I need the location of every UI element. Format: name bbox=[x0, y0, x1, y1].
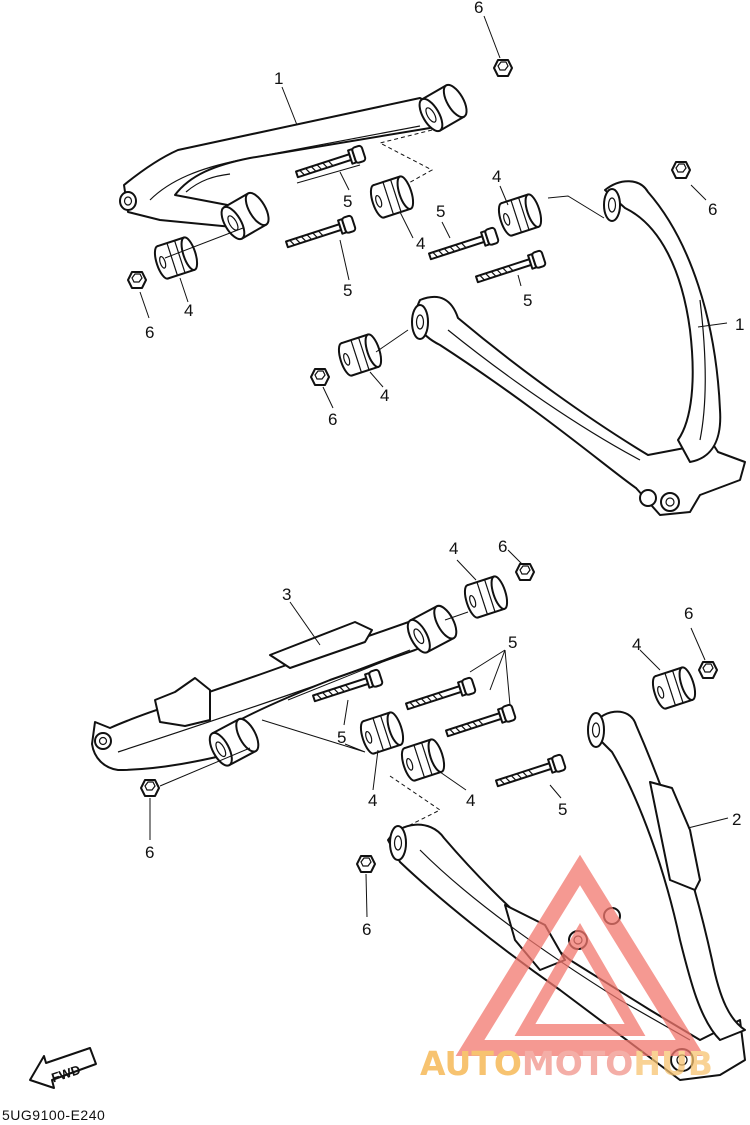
watermark-hub: HUB bbox=[633, 1044, 713, 1083]
callout-6: 6 bbox=[498, 537, 507, 556]
callout-6: 6 bbox=[684, 604, 693, 623]
callout-4: 4 bbox=[449, 539, 458, 558]
callout-4: 4 bbox=[416, 234, 425, 253]
nut bbox=[698, 661, 718, 679]
callout-5: 5 bbox=[436, 202, 445, 221]
watermark-triangle-outer bbox=[455, 854, 705, 1056]
watermark-auto: AUTO bbox=[420, 1044, 522, 1083]
bushing bbox=[460, 573, 512, 621]
upper-arm-left bbox=[119, 83, 468, 241]
fwd-arrow: FWD bbox=[29, 1047, 97, 1089]
bushing bbox=[366, 173, 418, 221]
bushing bbox=[150, 234, 202, 282]
nut bbox=[493, 59, 513, 77]
assembly-guides bbox=[159, 129, 605, 827]
callout-6: 6 bbox=[362, 920, 371, 939]
callout-4: 4 bbox=[632, 635, 641, 654]
callout-6: 6 bbox=[328, 410, 337, 429]
nut bbox=[140, 779, 160, 797]
watermark-text: AUTOMOTOHUB bbox=[420, 1044, 713, 1083]
callout-labels: 1 6 6 1 4 5 5 5 5 4 4 6 4 6 6 4 3 5 6 4 … bbox=[145, 0, 744, 939]
leader-lines bbox=[139, 15, 729, 918]
callout-1: 1 bbox=[735, 315, 744, 334]
callout-6: 6 bbox=[145, 323, 154, 342]
watermark-triangle-inner bbox=[514, 923, 646, 1036]
nut bbox=[310, 368, 330, 386]
bolt bbox=[473, 249, 548, 288]
watermark-logo: AUTOMOTOHUB bbox=[420, 854, 713, 1083]
bolt bbox=[283, 214, 358, 253]
bushing bbox=[334, 331, 386, 379]
callout-3: 3 bbox=[282, 585, 291, 604]
bolt bbox=[443, 703, 518, 742]
watermark-moto: MOTO bbox=[522, 1044, 633, 1083]
callout-5: 5 bbox=[337, 728, 346, 747]
callout-5: 5 bbox=[508, 633, 517, 652]
callout-1: 1 bbox=[274, 69, 283, 88]
bolt bbox=[293, 144, 368, 183]
callout-6: 6 bbox=[145, 843, 154, 862]
upper-arm-right bbox=[411, 180, 746, 516]
callout-4: 4 bbox=[368, 791, 377, 810]
bushing bbox=[648, 664, 700, 712]
nut bbox=[356, 855, 376, 873]
callout-6: 6 bbox=[474, 0, 483, 17]
callout-5: 5 bbox=[343, 192, 352, 211]
nut bbox=[515, 563, 535, 581]
bolt bbox=[493, 753, 568, 792]
lower-arm-left bbox=[91, 604, 458, 771]
callout-2: 2 bbox=[732, 810, 741, 829]
bolt bbox=[426, 226, 501, 265]
callout-4: 4 bbox=[466, 791, 475, 810]
callout-5: 5 bbox=[343, 281, 352, 300]
nut bbox=[671, 161, 691, 179]
callout-4: 4 bbox=[492, 167, 501, 186]
callout-4: 4 bbox=[380, 386, 389, 405]
nut bbox=[127, 271, 147, 289]
reference-code: 5UG9100-E240 bbox=[2, 1107, 106, 1123]
callout-4: 4 bbox=[184, 301, 193, 320]
callout-5: 5 bbox=[558, 800, 567, 819]
bushing bbox=[356, 709, 408, 757]
bushing bbox=[494, 191, 546, 239]
bushing bbox=[397, 736, 449, 784]
callout-5: 5 bbox=[523, 291, 532, 310]
bolt bbox=[403, 676, 478, 715]
callout-6: 6 bbox=[708, 200, 717, 219]
